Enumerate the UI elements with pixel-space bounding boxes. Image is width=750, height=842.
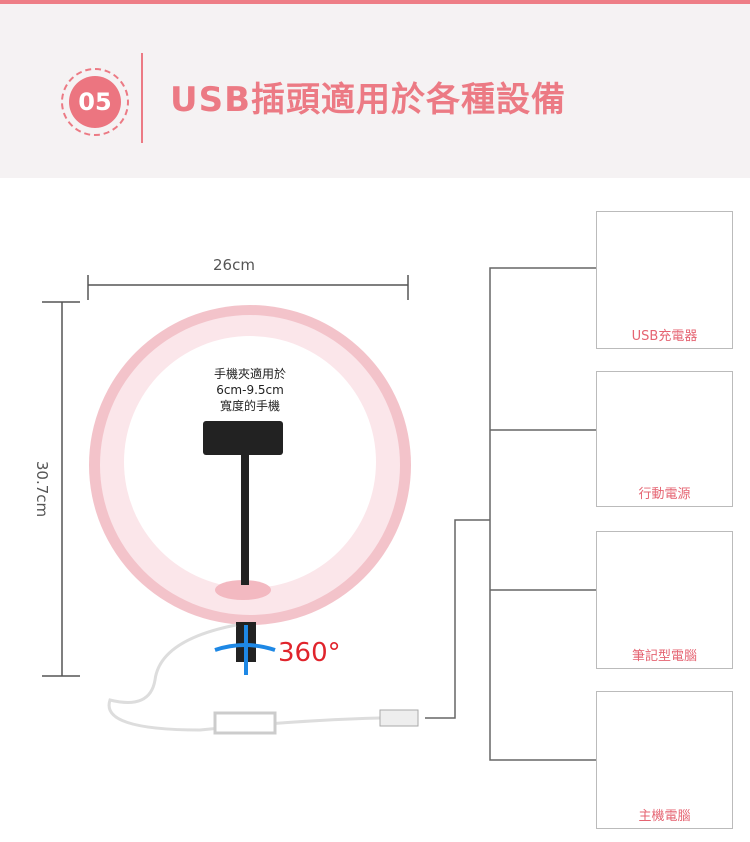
step-badge: 05 [61, 68, 129, 136]
device-label: 主機電腦 [638, 809, 691, 824]
ring-light [89, 305, 411, 625]
device-label: USB充電器 [631, 329, 698, 344]
rotation-arrows-icon [214, 625, 276, 675]
note-line: 6cm-9.5cm [216, 383, 284, 397]
connector-lines [425, 267, 596, 761]
device-card-usb-charger: USB充電器 [596, 211, 733, 349]
device-card-desktop: 主機電腦 [596, 691, 733, 829]
usb-plug [379, 709, 419, 727]
device-label: 筆記型電腦 [631, 649, 697, 664]
header-divider [141, 53, 143, 143]
usb-cable [107, 623, 381, 735]
width-label: 26cm [213, 256, 255, 274]
step-number: 05 [69, 76, 121, 128]
device-card-power-bank: 行動電源 [596, 371, 733, 507]
top-accent-line [0, 0, 750, 4]
width-dimension-line [87, 275, 409, 300]
height-dimension-line [42, 301, 80, 677]
section-header: 05 USB插頭適用於各種設備 [0, 4, 750, 178]
device-label: 行動電源 [638, 487, 691, 502]
rotation-label: 360° [278, 638, 341, 668]
phone-clip-note: 手機夾適用於 6cm-9.5cm 寬度的手機 [190, 366, 310, 414]
height-label: 30.7cm [33, 460, 52, 518]
note-line: 寬度的手機 [219, 399, 280, 413]
section-title: USB插頭適用於各種設備 [170, 80, 567, 120]
note-line: 手機夾適用於 [213, 367, 286, 381]
device-card-laptop: 筆記型電腦 [596, 531, 733, 669]
